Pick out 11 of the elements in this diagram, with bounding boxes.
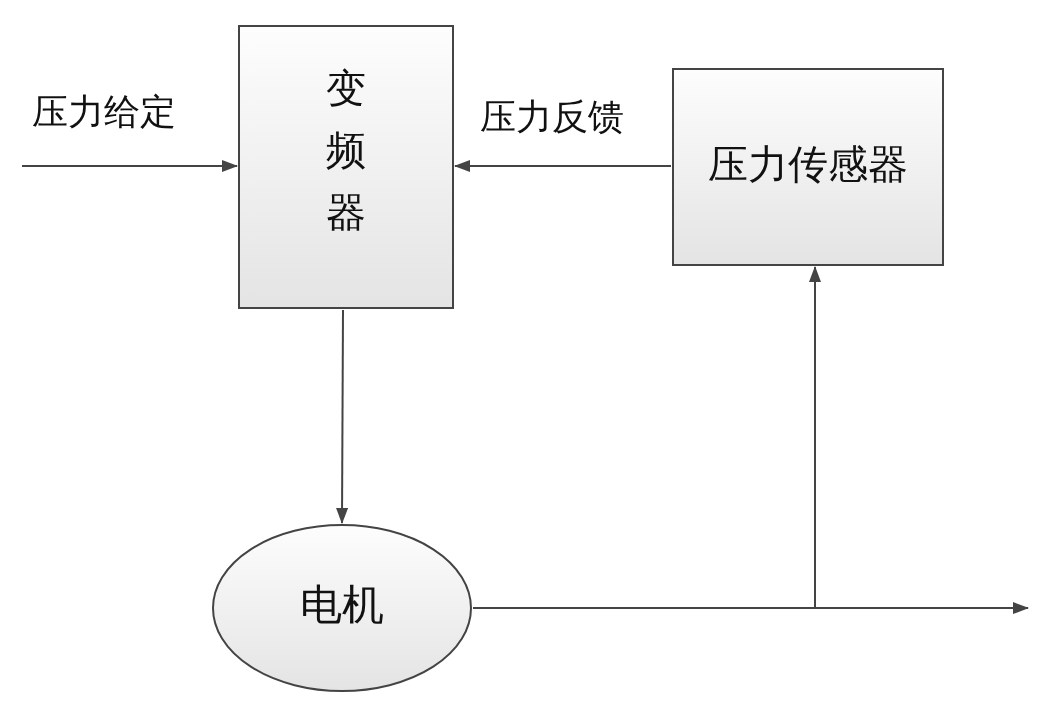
sensor-box	[672, 68, 944, 266]
arrow	[21, 160, 238, 172]
edge-label: 压力反馈	[480, 97, 624, 137]
node-label: 电机	[299, 579, 385, 632]
arrow	[454, 160, 672, 172]
node-label: 变频器	[325, 64, 367, 237]
motor-ellipse	[212, 524, 472, 692]
node-label: 压力传感器	[707, 139, 909, 189]
process-box	[238, 25, 454, 309]
edge-label: 压力给定	[32, 92, 176, 132]
arrow	[336, 309, 349, 524]
